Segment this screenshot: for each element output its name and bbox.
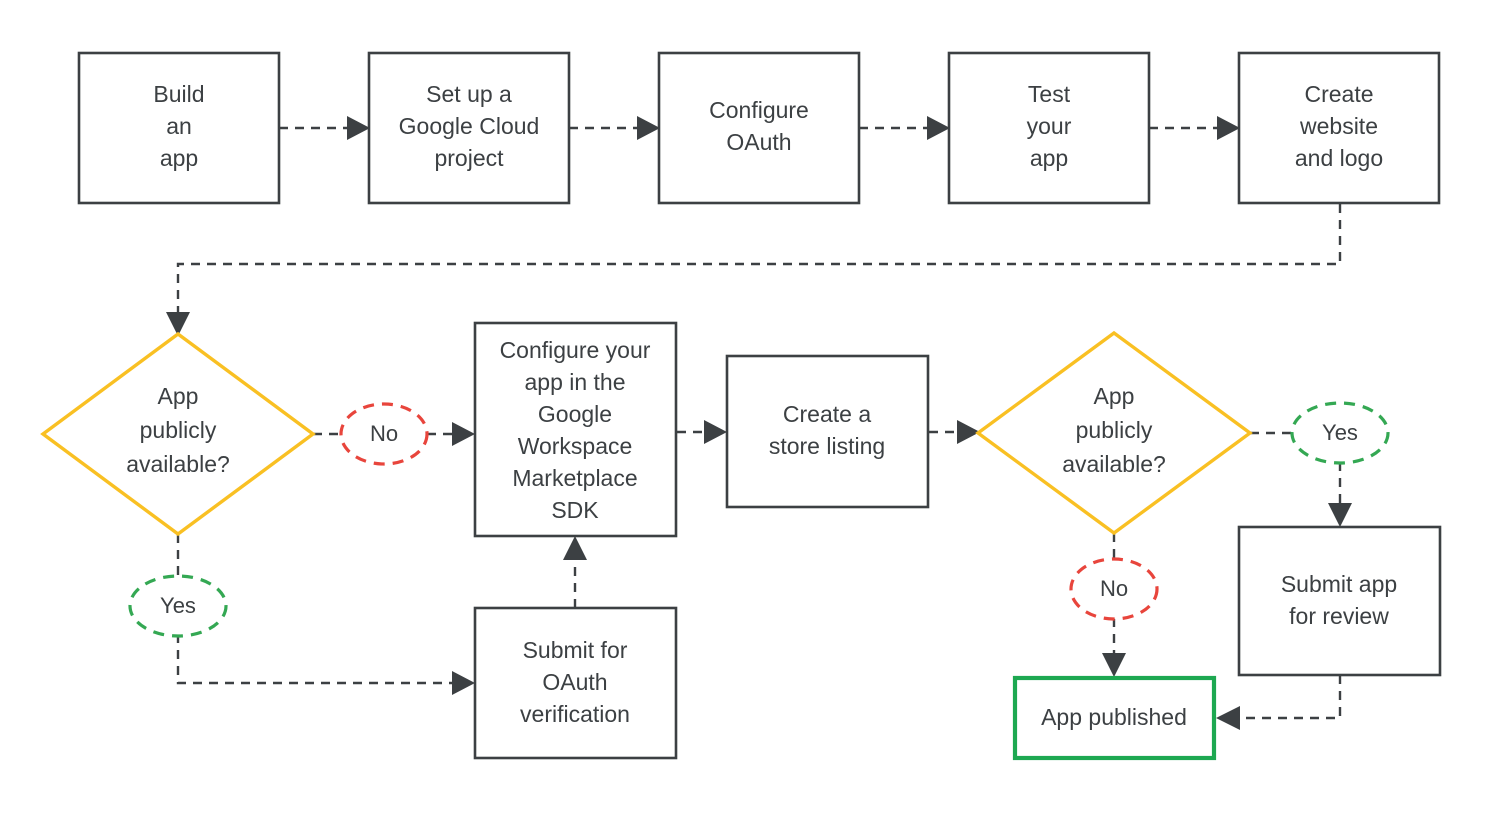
connector-decision1-no-to-sdk	[313, 422, 475, 446]
node-label: Set up a	[426, 81, 512, 107]
connector-website-to-decision1	[166, 204, 1342, 336]
connector-sdk-to-store-listing	[677, 420, 727, 444]
node-create-website-and-logo[interactable]: Create website and logo	[1237, 51, 1441, 205]
node-label: and logo	[1295, 145, 1383, 171]
node-label: Test	[1028, 81, 1071, 107]
node-label: for review	[1289, 603, 1389, 629]
node-submit-app-for-review[interactable]: Submit app for review	[1237, 525, 1442, 677]
node-label: website	[1299, 113, 1378, 139]
node-label: project	[434, 145, 504, 171]
node-label: Submit app	[1281, 571, 1397, 597]
connector-test-to-website	[1149, 116, 1240, 140]
node-label: Build	[153, 81, 204, 107]
node-label: SDK	[551, 497, 599, 523]
edge-label-text: Yes	[1322, 420, 1358, 445]
node-app-publicly-available-2[interactable]: App publicly available?	[975, 330, 1253, 536]
node-label: Submit for	[523, 637, 628, 663]
node-label: your	[1027, 113, 1072, 139]
connector-submit-oauth-to-sdk	[563, 536, 587, 608]
connector-decision1-yes-to-submit-oauth	[176, 534, 475, 695]
node-label: OAuth	[542, 669, 607, 695]
connector-oauth-to-test	[859, 116, 950, 140]
connector-decision2-yes-to-review	[1250, 431, 1352, 527]
node-submit-for-oauth-verification[interactable]: Submit for OAuth verification	[473, 606, 678, 760]
node-label: publicly	[140, 417, 217, 443]
connector-store-listing-to-decision2	[929, 420, 980, 444]
node-label: Google	[538, 401, 612, 427]
connector-decision2-no-to-published	[1102, 533, 1126, 677]
node-label: App published	[1041, 704, 1187, 730]
edge-label-text: No	[1100, 576, 1128, 601]
node-label: app in the	[524, 369, 625, 395]
connector-review-to-published	[1216, 675, 1342, 730]
edge-label-yes-2: Yes	[1290, 401, 1390, 465]
node-label: store listing	[769, 433, 885, 459]
node-label: verification	[520, 701, 630, 727]
node-build-an-app[interactable]: Build an app	[77, 51, 281, 205]
node-label: available?	[1062, 451, 1166, 477]
node-label: Configure your	[500, 337, 651, 363]
node-label: app	[160, 145, 198, 171]
node-app-publicly-available-1[interactable]: App publicly available?	[40, 331, 316, 537]
node-label: OAuth	[726, 129, 791, 155]
node-set-up-google-cloud-project[interactable]: Set up a Google Cloud project	[367, 51, 571, 205]
edge-label-text: Yes	[160, 593, 196, 618]
node-label: Workspace	[518, 433, 633, 459]
connector-cloud-to-oauth	[569, 116, 660, 140]
edge-label-text: No	[370, 421, 398, 446]
edge-label-no-1: No	[339, 402, 429, 466]
node-label: App	[1094, 383, 1135, 409]
edge-label-yes-1: Yes	[128, 574, 228, 638]
node-label: Create a	[783, 401, 871, 427]
node-label: Google Cloud	[399, 113, 540, 139]
node-label: App	[158, 383, 199, 409]
node-label: publicly	[1076, 417, 1153, 443]
node-label: Configure	[709, 97, 809, 123]
node-label: available?	[126, 451, 230, 477]
node-configure-oauth[interactable]: Configure OAuth	[657, 51, 861, 205]
connector-build-to-cloud	[279, 116, 370, 140]
node-configure-app-in-marketplace-sdk[interactable]: Configure your app in the Google Workspa…	[473, 321, 678, 538]
node-label: Marketplace	[512, 465, 637, 491]
node-app-published[interactable]: App published	[1012, 675, 1217, 761]
node-label: Create	[1304, 81, 1373, 107]
edge-label-no-2: No	[1069, 557, 1159, 621]
node-test-your-app[interactable]: Test your app	[947, 51, 1151, 205]
node-create-a-store-listing[interactable]: Create a store listing	[725, 354, 930, 509]
node-label: an	[166, 113, 192, 139]
node-label: app	[1030, 145, 1068, 171]
